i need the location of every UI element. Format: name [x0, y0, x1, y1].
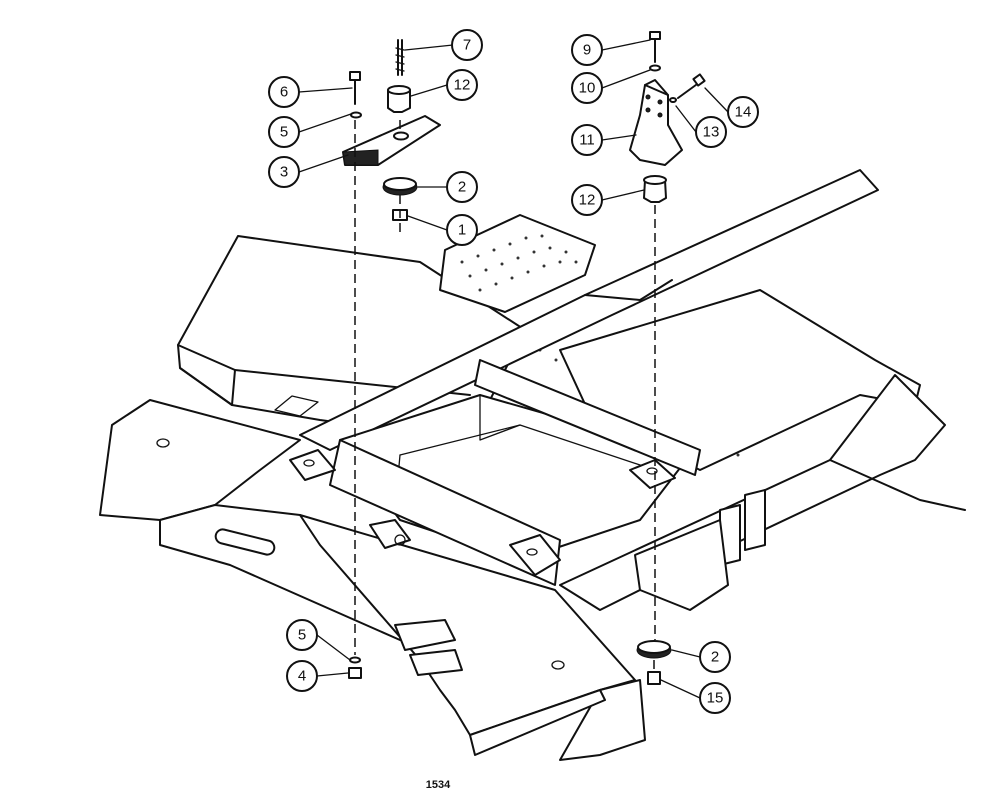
callout-13: 13: [695, 116, 727, 148]
callout-5-bottom-label: 5: [298, 627, 306, 644]
front-beam-end-box: [559, 679, 646, 761]
callout-15: 15: [699, 682, 731, 714]
rear-cross-member: [474, 359, 701, 476]
callout-6: 6: [268, 76, 300, 108]
callout-12-right-label: 12: [579, 192, 596, 209]
right-mount-parts: [629, 31, 706, 640]
front-main-beam: [299, 514, 636, 736]
callout-10-label: 10: [579, 80, 596, 97]
part-11-bracket: [629, 84, 683, 166]
callout-7: 7: [451, 29, 483, 61]
right-upright-1: [744, 489, 766, 551]
figure-number: 1534: [426, 779, 451, 791]
frame-hole-pad-fr: [646, 467, 658, 475]
frame-assembly-illustration: [99, 169, 966, 761]
callout-14: 14: [727, 96, 759, 128]
lower-parts: [348, 640, 672, 685]
tread-plate: [439, 214, 596, 313]
callout-1: 1: [446, 214, 478, 246]
mount-pad-left: [369, 519, 411, 549]
callout-10: 10: [571, 72, 603, 104]
part-4-nut: [348, 667, 362, 679]
callout-4: 4: [286, 660, 318, 692]
hitch-lug-right: [409, 649, 463, 676]
callout-12-top: 12: [446, 69, 478, 101]
callout-12-right: 12: [571, 184, 603, 216]
right-channel: [634, 519, 729, 611]
hitch-lug-left: [394, 619, 456, 651]
left-mount-parts: [342, 39, 441, 655]
callout-2-top-label: 2: [458, 179, 466, 196]
callout-6-label: 6: [280, 84, 288, 101]
callout-5-bottom: 5: [286, 619, 318, 651]
callout-3: 3: [268, 156, 300, 188]
part-5-washer-bottom: [349, 656, 361, 664]
frame-hole-front: [551, 660, 565, 670]
callout-2-bottom-label: 2: [711, 649, 719, 666]
callout-5-top-label: 5: [280, 124, 288, 141]
callout-2-bottom: 2: [699, 641, 731, 673]
side-slot: [214, 528, 276, 556]
part-15-nut: [647, 671, 661, 685]
callout-11: 11: [571, 124, 603, 156]
frame-hole-left: [156, 438, 170, 448]
callout-13-label: 13: [703, 124, 720, 141]
callout-15-label: 15: [707, 690, 724, 707]
callout-7-label: 7: [463, 37, 471, 54]
frame-hole-pad-fl: [303, 459, 315, 467]
callout-2-top: 2: [446, 171, 478, 203]
callout-12-top-label: 12: [454, 77, 471, 94]
callout-14-label: 14: [735, 104, 752, 121]
part-13-washer: [669, 97, 677, 103]
callout-4-label: 4: [298, 668, 306, 685]
callout-9: 9: [571, 34, 603, 66]
front-beam-lip: [469, 689, 606, 756]
part-5-washer-top: [350, 111, 362, 119]
callout-9-label: 9: [583, 42, 591, 59]
callout-5-top: 5: [268, 116, 300, 148]
callout-11-label: 11: [579, 132, 595, 149]
frame-hole-hitch: [394, 534, 406, 546]
part-10-washer: [649, 64, 661, 72]
callout-3-label: 3: [280, 164, 288, 181]
callout-1-label: 1: [458, 222, 466, 239]
frame-hole-center: [526, 548, 538, 556]
callouts: 6 7 12 5 3 2 1 9: [268, 29, 759, 714]
front-left-plate: [99, 399, 301, 521]
